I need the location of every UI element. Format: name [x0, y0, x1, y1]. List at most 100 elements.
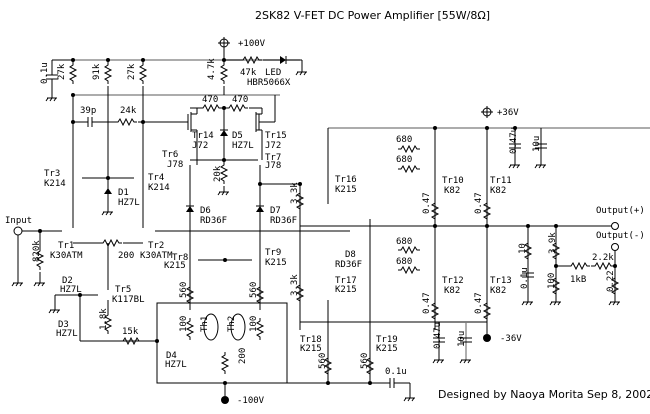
label-transistors-3-ref: Tr4	[148, 173, 164, 183]
label-transistors-0-ref: Tr1	[58, 241, 74, 251]
label-capacitors-c-01u-out: 0.1u	[520, 267, 530, 289]
label-transistors-15-part: K215	[335, 185, 357, 195]
label-transistors-4-ref: Tr5	[115, 285, 131, 295]
label-transistors-7-part: K215	[164, 261, 186, 271]
label-diodes-6-ref: D7	[270, 206, 281, 216]
label-resistors-r-20k: 20k	[213, 165, 223, 182]
label-transistors-9-ref: Tr10	[442, 176, 464, 186]
label-diodes-6-part: RD36F	[270, 216, 297, 226]
thermistor-th2	[230, 313, 246, 341]
label-transistors-15-ref: Tr16	[335, 175, 357, 185]
label-diodes-0-ref: D1	[118, 188, 129, 198]
label-resistors-r-3k3-a: 3.3k	[290, 182, 300, 204]
label-c-01u-top: 0.1u	[40, 62, 50, 84]
label-diodes-0-part: HZ7L	[118, 198, 140, 208]
label-transistors-17-ref: Tr18	[300, 335, 322, 345]
label-transistors-13-ref: Tr14	[192, 131, 214, 141]
label-diodes-5-part: RD36F	[200, 216, 227, 226]
label-resistors-r-560-d: 560	[360, 353, 370, 369]
label-resistors-r-10: 10	[518, 243, 528, 254]
label-4k7: 4.7k	[207, 58, 217, 80]
label-resistors-r-560-c: 560	[318, 353, 328, 369]
label-resistors-r-820k: 820k	[32, 240, 42, 262]
label-39p: 39p	[80, 106, 96, 116]
label-capacitors-c-047u-bot: 0.47u	[433, 322, 443, 349]
label-47k: 47k	[240, 68, 257, 78]
label-resistors-pot-1kb: 1kB	[570, 275, 586, 285]
label-diodes-4-part: HZ7L	[232, 141, 254, 151]
label-transistors-9-part: K82	[444, 186, 460, 196]
label-transistors-1-part: K30ATM	[140, 251, 173, 261]
label-resistors-r-680-c: 680	[396, 237, 412, 247]
label-27k-a: 27k	[57, 63, 67, 80]
label-transistors-18-part: K215	[376, 344, 398, 354]
label-diodes-3-ref: D4	[166, 351, 177, 361]
label-transistors-5-part: J78	[167, 160, 183, 170]
label-resistors-r-3k3-b: 3.3k	[290, 274, 300, 296]
label-transistors-5-ref: Tr6	[162, 150, 178, 160]
label-transistors-7-ref: Tr8	[172, 253, 188, 263]
rail-pos-100v: +100V	[73, 37, 300, 61]
label-resistors-r-200-pot: 200	[238, 348, 248, 364]
label-27k-b: 27k	[127, 63, 137, 80]
credit-text: Designed by Naoya Morita Sep 8, 2002	[438, 388, 650, 401]
label-diodes-1-part: HZ7L	[60, 285, 82, 295]
label-resistors-r-2k2: 2.2k	[592, 253, 614, 263]
label-resistors-r-100-b: 100	[249, 316, 259, 332]
label-transistors-3-part: K214	[148, 183, 170, 193]
thermistor-th1	[203, 313, 219, 341]
label-transistors-2-ref: Tr3	[44, 169, 60, 179]
label-transistors-8-part: K215	[265, 258, 287, 268]
label-thermistors-0: Th1	[200, 316, 210, 332]
label-diodes-5-ref: D6	[200, 206, 211, 216]
label-transistors-8-ref: Tr9	[265, 248, 281, 258]
label-transistors-12-ref: Tr13	[490, 276, 512, 286]
label-transistors-1-ref: Tr2	[148, 241, 164, 251]
label-transistors-13-part: J72	[192, 141, 208, 151]
label-91k: 91k	[92, 63, 102, 80]
label-transistors-12-part: K82	[490, 286, 506, 296]
label-resistors-r-047-d: 0.47	[474, 292, 484, 314]
label-resistors-r-200-bal: 200	[118, 251, 134, 261]
label-resistors-r-047-a: 0.47	[422, 192, 432, 214]
label-diodes-4-ref: D5	[232, 131, 243, 141]
input-jack[interactable]	[13, 226, 23, 236]
label-resistors-r-680-a: 680	[396, 135, 412, 145]
label-transistors-17-part: K215	[300, 344, 322, 354]
label-transistors-14-part: J72	[265, 141, 281, 151]
label-transistors-10-part: K82	[490, 186, 506, 196]
label-transistors-6-part: J78	[265, 161, 281, 171]
label-resistors-r-047-c: 0.47	[422, 292, 432, 314]
label-diodes-1-ref: D2	[62, 276, 73, 286]
label-thermistors-1: Th2	[227, 316, 237, 332]
label-transistors-14-ref: Tr15	[265, 131, 287, 141]
label-resistors-r-022: 0.22	[606, 270, 616, 292]
label-diodes-2-ref: D3	[58, 320, 69, 330]
label-resistors-r-560-a: 560	[179, 282, 189, 298]
label-diodes-7-ref: D8	[345, 250, 356, 260]
label-rails-pos-high: +100V	[238, 39, 266, 49]
label-resistors-r-680-d: 680	[396, 257, 412, 267]
label-resistors-r-3k9: 3.9k	[548, 232, 558, 254]
label-neg-36v: -36V	[500, 334, 522, 344]
label-transistors-6-ref: Tr7	[265, 153, 281, 163]
label-capacitors-c-10u-top: 10u	[532, 136, 542, 152]
label-pos-36v: +36V	[497, 108, 519, 118]
label-neg-100v: -100V	[237, 396, 265, 406]
label-24k: 24k	[120, 106, 137, 116]
label-diodes-2-part: HZ7L	[56, 329, 78, 339]
output-pos-terminal[interactable]	[611, 222, 619, 230]
label-transistors-11-ref: Tr12	[442, 276, 464, 286]
label-transistors-16-part: K215	[335, 285, 357, 295]
label-transistors-10-ref: Tr11	[490, 176, 512, 186]
schematic-title: 2SK82 V-FET DC Power Amplifier [55W/8Ω]	[255, 9, 490, 22]
output-neg-terminal[interactable]	[611, 243, 619, 251]
label-resistors-r-15k: 15k	[122, 327, 139, 337]
label-diodes-7-part: RD36F	[335, 260, 362, 270]
label-capacitors-c-01u-bot: 0.1u	[385, 367, 407, 377]
label-470-a: 470	[202, 95, 218, 105]
